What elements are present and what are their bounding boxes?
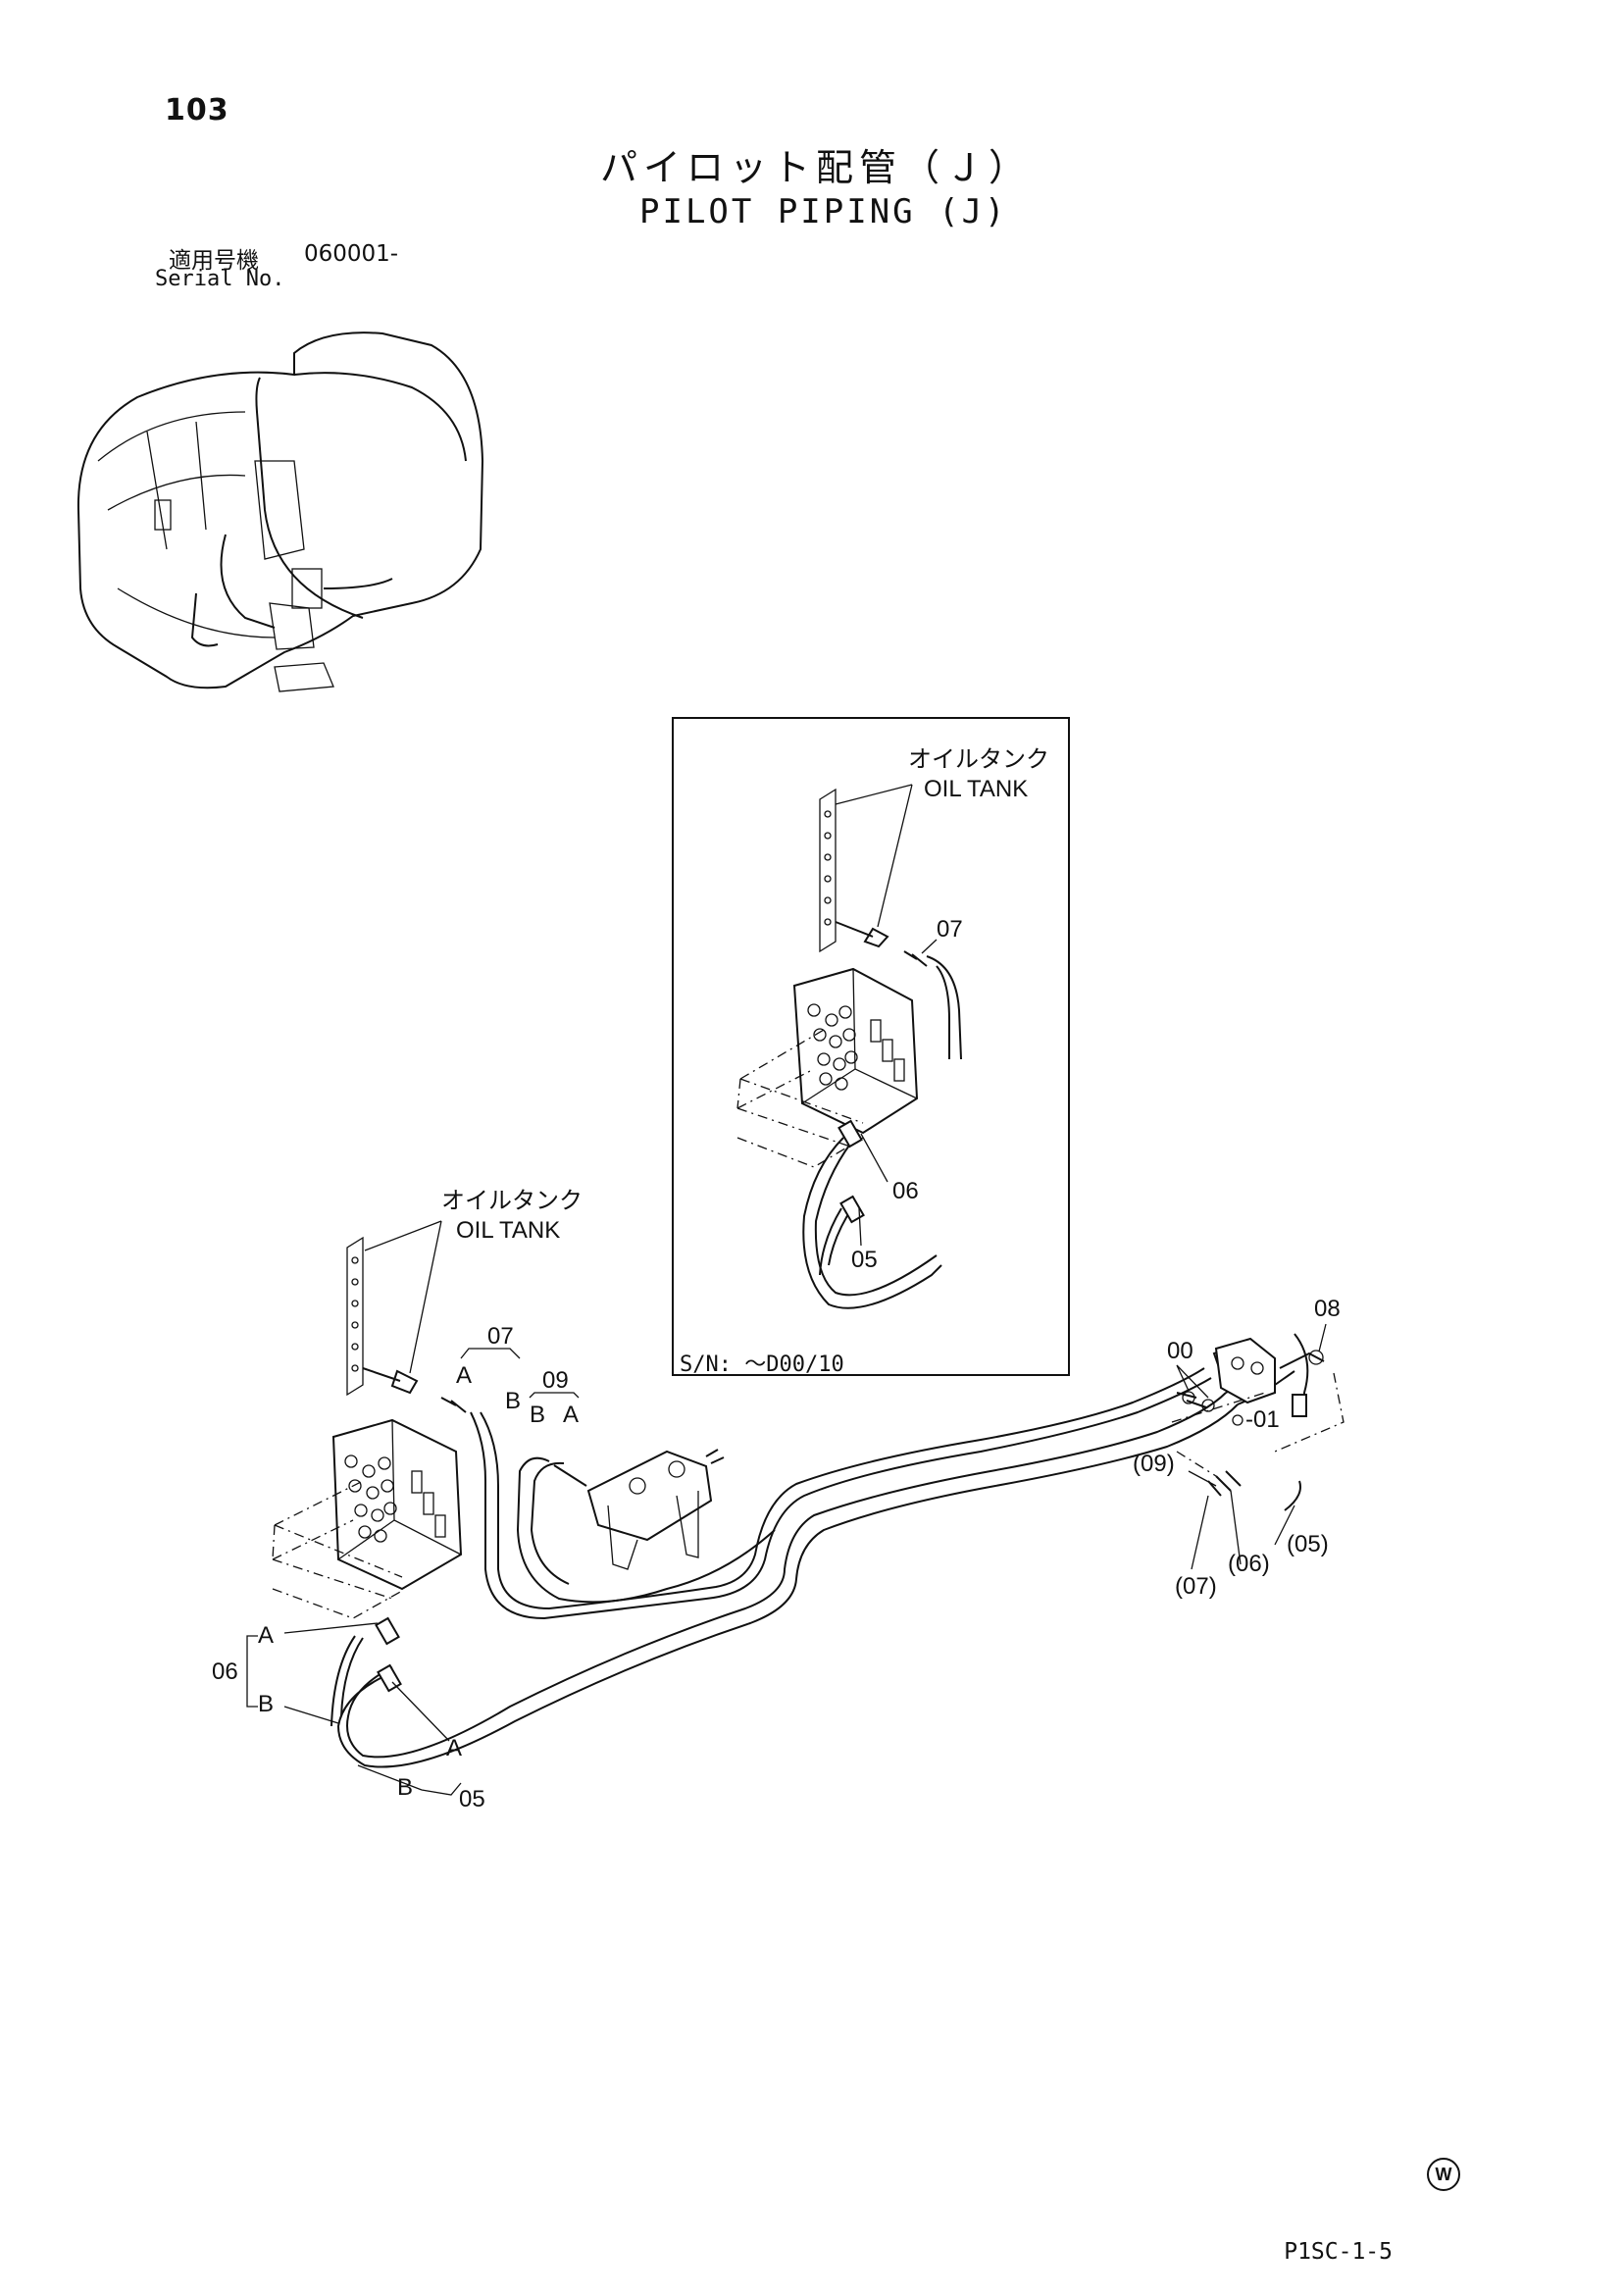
inset-oil-tank-jp: オイルタンク bbox=[908, 745, 1049, 773]
callout-07-paren: (07) bbox=[1175, 1573, 1217, 1600]
callout-07-main: 07 bbox=[487, 1323, 514, 1350]
page-title-en: PILOT PIPING (J) bbox=[639, 192, 1008, 231]
callout-06-paren: (06) bbox=[1228, 1551, 1270, 1577]
inset-callout-07: 07 bbox=[937, 916, 963, 943]
page-title-jp: パイロット配管（Ｊ） bbox=[600, 146, 1033, 189]
inset-callout-06: 06 bbox=[892, 1178, 919, 1204]
callout-b-05: B bbox=[397, 1774, 413, 1801]
document-code: P1SC-1-5 bbox=[1284, 2239, 1393, 2265]
callout-06-main: 06 bbox=[212, 1658, 238, 1685]
callout-a-06: A bbox=[258, 1622, 274, 1649]
callout-a-07: A bbox=[456, 1362, 472, 1389]
main-assembly bbox=[272, 1220, 1345, 1768]
callout-a-09: A bbox=[563, 1402, 579, 1428]
callout-08: 08 bbox=[1314, 1296, 1341, 1322]
main-oil-tank-jp: オイルタンク bbox=[441, 1187, 583, 1214]
machine-overview-sketch bbox=[76, 332, 484, 692]
callout-b-06: B bbox=[258, 1691, 274, 1717]
serial-label-jp: 適用号機 bbox=[169, 248, 259, 274]
inset-detail bbox=[672, 717, 1070, 1376]
inset-oil-tank-en: OIL TANK bbox=[924, 776, 1028, 802]
callout-b-09: B bbox=[530, 1402, 545, 1428]
serial-value: 060001- bbox=[304, 241, 399, 267]
inset-callout-05: 05 bbox=[851, 1247, 878, 1273]
callout-a-05: A bbox=[446, 1735, 462, 1761]
callout-00: 00 bbox=[1167, 1338, 1193, 1364]
serial-label-en: Serial No. bbox=[155, 267, 285, 291]
callout-b-07: B bbox=[505, 1388, 521, 1414]
callout-01: -01 bbox=[1245, 1406, 1280, 1433]
w-mark-icon: W bbox=[1427, 2158, 1460, 2191]
callout-09-main: 09 bbox=[542, 1367, 569, 1394]
inset-serial-note: S/N: ～D00/10 bbox=[680, 1352, 844, 1377]
main-oil-tank-en: OIL TANK bbox=[456, 1217, 560, 1244]
callout-09-paren: (09) bbox=[1133, 1451, 1175, 1477]
callout-05-paren: (05) bbox=[1287, 1531, 1329, 1557]
page-number: 103 bbox=[165, 93, 229, 128]
callout-05-main: 05 bbox=[459, 1786, 485, 1812]
